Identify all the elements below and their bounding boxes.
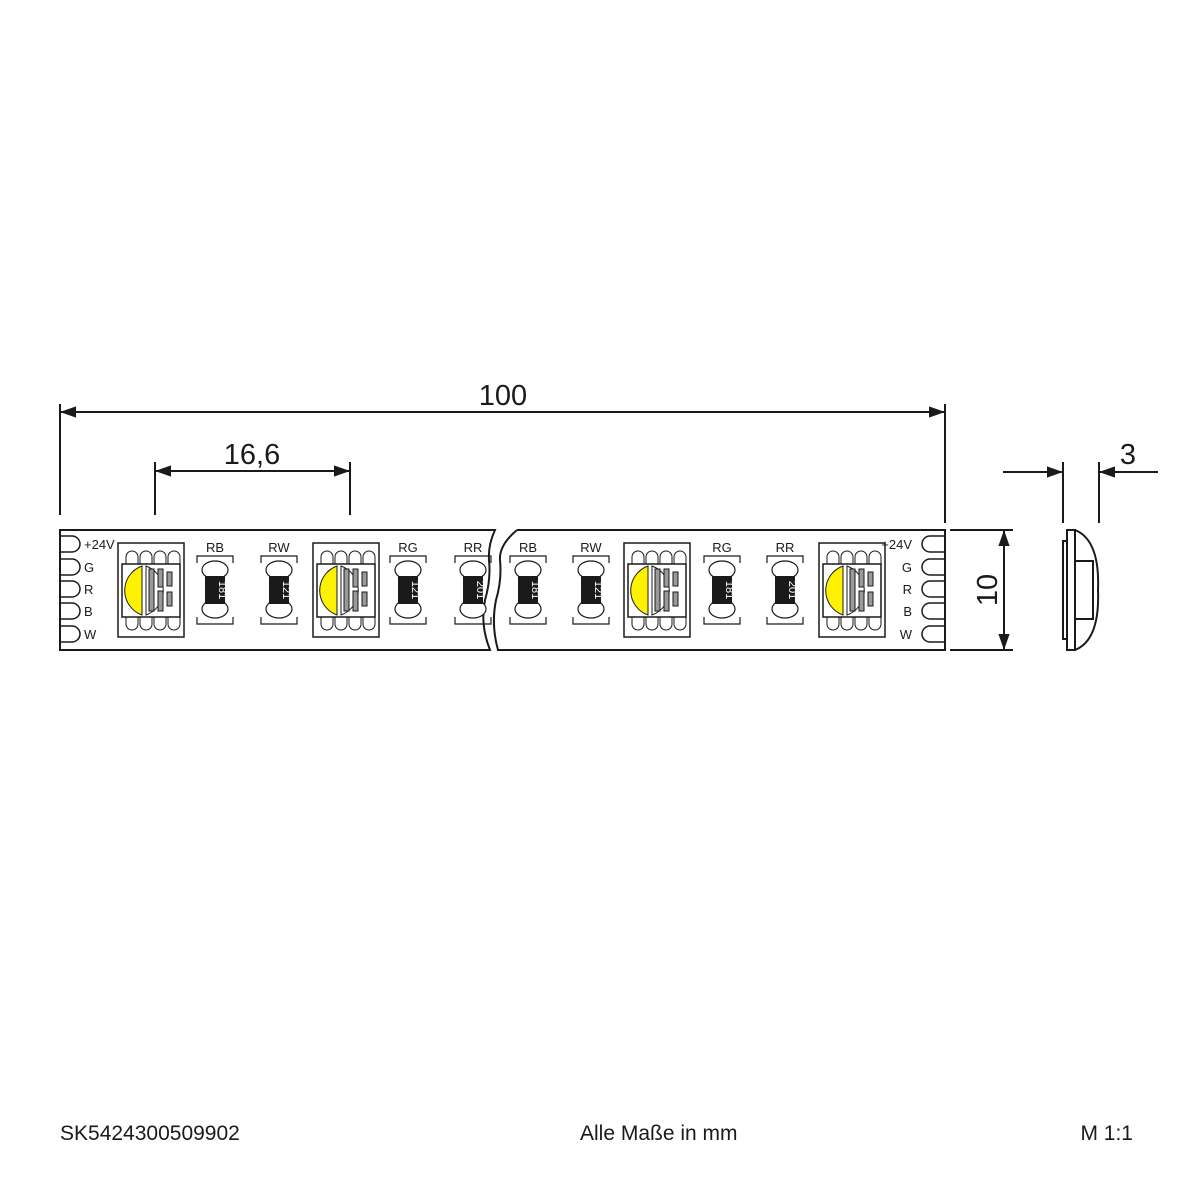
dimension-length-label: 100 [479, 380, 527, 412]
pad-label: +24V [881, 537, 912, 552]
rgbw-led [818, 542, 886, 638]
resistor: RG 121 [389, 540, 427, 625]
resistor-code: 201 [474, 581, 486, 599]
rgbw-led [623, 542, 691, 638]
solder-pad-right: G [902, 558, 945, 576]
units-note: Alle Maße in mm [580, 1122, 738, 1145]
resistor: RB 181 [509, 540, 547, 625]
dimension-height-label: 3 [1120, 439, 1136, 471]
dimension-pitch-label: 16,6 [224, 439, 280, 471]
resistor-label: RW [268, 540, 290, 555]
pad-label: W [84, 627, 97, 642]
resistor-code: 121 [592, 581, 604, 599]
strip-outline-right [492, 529, 946, 651]
rgbw-led [117, 542, 185, 638]
pad-label: R [84, 582, 93, 597]
resistor-label: RG [398, 540, 418, 555]
solder-pad-left: B [60, 602, 93, 620]
resistor-code: 201 [786, 581, 798, 599]
resistor-label: RR [464, 540, 483, 555]
strip-outline-left [59, 529, 497, 651]
resistor: RG 181 [703, 540, 741, 625]
resistor: RR 201 [454, 540, 492, 625]
solder-pad-left: W [60, 625, 97, 643]
solder-pad-right: R [903, 580, 945, 598]
resistor-label: RR [776, 540, 795, 555]
resistor-label: RW [580, 540, 602, 555]
solder-pad-right: W [900, 625, 945, 643]
solder-pad-left: G [60, 558, 94, 576]
resistor-code: 121 [409, 581, 421, 599]
resistor-code: 121 [280, 581, 292, 599]
solder-pad-left: +24V [60, 535, 115, 553]
pad-label: +24V [84, 537, 115, 552]
resistor: RB 181 [196, 540, 234, 625]
resistor: RW 121 [260, 540, 298, 625]
resistor: RR 201 [766, 540, 804, 625]
pad-label: B [84, 604, 93, 619]
solder-pad-right: +24V [881, 535, 945, 553]
resistor-label: RB [519, 540, 537, 555]
resistor-label: RB [206, 540, 224, 555]
dimension-width-label: 10 [972, 574, 1004, 606]
solder-pad-right: B [903, 602, 945, 620]
side-profile [1062, 529, 1100, 651]
resistor: RW 121 [572, 540, 610, 625]
scale-label: M 1:1 [1080, 1122, 1133, 1145]
resistor-code: 181 [723, 581, 735, 599]
pad-label: B [903, 604, 912, 619]
article-number: SK5424300509902 [60, 1122, 240, 1145]
pad-label: W [900, 627, 913, 642]
pad-label: R [903, 582, 912, 597]
resistor-code: 181 [216, 581, 228, 599]
resistor-code: 181 [529, 581, 541, 599]
pad-label: G [84, 560, 94, 575]
pad-label: G [902, 560, 912, 575]
resistor-label: RG [712, 540, 732, 555]
rgbw-led [312, 542, 380, 638]
solder-pad-left: R [60, 580, 93, 598]
